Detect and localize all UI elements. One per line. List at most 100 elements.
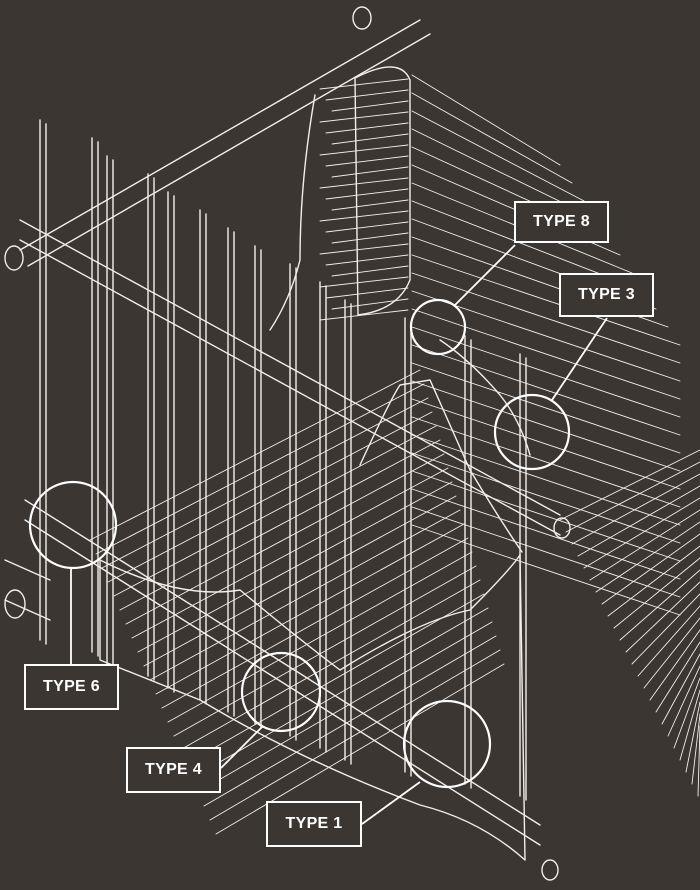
detail-circle-type-6 [28,480,118,570]
floor-course [173,565,477,737]
right-wall-hatch [679,689,700,761]
back-wall-course [319,276,409,288]
floor-course [191,607,489,779]
right-wall-hatch [691,713,700,785]
back-wall-course [325,254,409,266]
back-brick-wall [319,66,411,321]
fabric-liner-edges [99,94,531,861]
leader-type-8 [454,244,516,306]
right-wall-hatch [637,605,700,677]
right-wall-course [411,506,681,598]
right-wall-hatch [577,485,700,557]
log-end-left-bottom [4,589,26,619]
inner-fabric-edge [359,379,523,553]
floor-course [125,453,445,625]
right-wall-course [411,470,681,562]
back-wall-course [319,210,409,222]
back-wall-course [325,221,409,233]
detail-circle-type-1 [402,699,492,789]
right-wall-hatch [565,461,700,533]
right-wall-course [411,344,681,436]
right-wall-hatch [601,533,700,605]
detail-circle-type-3 [493,393,571,471]
floor-course [107,411,433,583]
back-wall-course [331,232,409,244]
floor-course [143,495,457,667]
right-wall-hatch [649,629,700,701]
right-wall-course [411,362,681,454]
callout-label-type-1: TYPE 1 [266,801,362,847]
floor-course [203,635,497,807]
right-wall-course [411,308,681,400]
callout-label-type-8: TYPE 8 [514,201,609,243]
floor-course [101,397,429,569]
back-wall-course [319,243,409,255]
right-wall-course [411,434,681,526]
back-wall-outline [354,66,411,316]
leader-type-1 [361,781,421,825]
floor-course [161,537,469,709]
right-brick-wall [411,74,700,797]
right-wall-hatch [613,557,700,629]
back-wall-course [331,265,409,277]
leader-type-4 [220,726,263,769]
back-wall-course [325,188,409,200]
right-wall-hatch [667,665,700,737]
leader-type-3 [551,317,608,401]
front-fabric-panel [99,554,526,861]
right-wall-hatch [685,701,700,773]
back-wall-course [319,111,409,123]
right-wall-hatch [571,473,700,545]
log-end-right-top [553,517,571,539]
floor-course [179,579,481,751]
callout-label-type-6: TYPE 6 [24,664,119,710]
floor-course [185,593,485,765]
log-end-right-bottom [541,859,559,881]
right-wall-course [411,416,681,508]
right-wall-hatch [595,521,700,593]
right-wall-hatch [559,449,700,521]
right-wall-course [411,524,681,616]
callout-label-type-4: TYPE 4 [126,747,221,793]
right-wall-hatch [631,593,700,665]
bottom-front-rail [24,499,541,846]
right-wall-hatch [661,653,700,725]
bottom-left-log [4,559,51,621]
right-wall-course [411,326,681,418]
back-wall-course [319,78,409,90]
back-wall-course [319,177,409,189]
top-back-rail [19,19,431,267]
back-wall-course [331,133,409,145]
floor-course [149,509,461,681]
right-wall-hatch [673,677,700,749]
back-wall-course [325,287,409,299]
back-wall-course [325,155,409,167]
floor-course [155,523,465,695]
right-wall-course [411,380,681,472]
right-wall-hatch [583,497,700,569]
detail-circle-type-4 [240,651,322,733]
right-wall-course [411,488,681,580]
back-wall-course [331,166,409,178]
right-wall-course [411,452,681,544]
right-wall-course [411,254,681,346]
log-end-left-top [4,245,24,271]
right-wall-course [411,398,681,490]
right-wall-hatch [589,509,700,581]
back-wall-course [319,309,409,321]
right-wall-hatch [625,581,700,653]
floor-course [113,425,437,597]
back-wall-course [319,144,409,156]
back-wall-course [331,298,409,310]
floor-course [215,663,505,835]
fabric-sag-back [269,94,316,331]
right-wall-course [411,74,561,166]
right-wall-course [411,272,681,364]
fabric-sag-right [439,339,531,456]
floor-course [209,649,501,821]
detail-circle-type-8 [409,298,467,356]
right-wall-hatch [655,641,700,713]
right-wall-course [411,110,585,202]
